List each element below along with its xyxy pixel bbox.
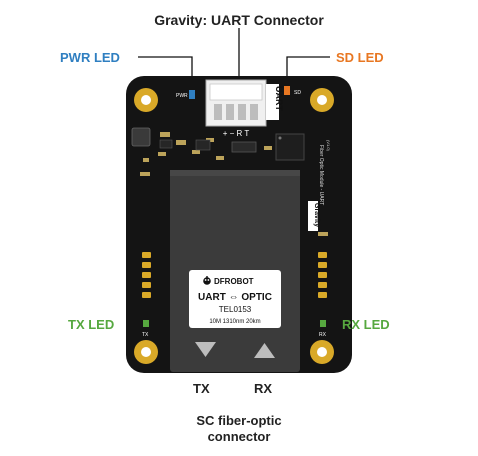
mounting-hole-br [310, 340, 334, 364]
edge-pins-right [318, 252, 327, 298]
sticker-brand: DFROBOT [214, 277, 254, 286]
tx-port-label: TX [193, 381, 210, 396]
sc-chip [231, 141, 257, 153]
tx-led [143, 320, 149, 327]
sc-connector-label-line1: SC fiber-optic [196, 413, 282, 428]
silk-uart: UART [274, 86, 284, 111]
silk-version: (V1.0) [326, 140, 331, 152]
sc-connector-label-line2: connector [207, 429, 271, 444]
tx-port-arrow-icon [195, 342, 216, 357]
gravity-badge: Gravity [313, 203, 320, 227]
tx-led-label: TX LED [68, 317, 115, 332]
uart-connector-label: Gravity: UART Connector [154, 12, 324, 28]
rx-port-arrow-icon [254, 343, 275, 358]
edge-pins-left [142, 252, 151, 298]
dfrobot-logo-icon [203, 276, 211, 285]
mounting-hole-bl [134, 340, 158, 364]
pin-labels: + − R T [223, 129, 250, 138]
mounting-hole-tl [134, 88, 158, 112]
silk-tx: TX [142, 332, 149, 338]
mounting-hole-tr [310, 88, 334, 112]
sd-led-label: SD LED [336, 50, 384, 65]
pwr-led-label: PWR LED [60, 50, 120, 65]
rx-led [320, 320, 326, 327]
product-sticker [189, 270, 281, 328]
silk-sd: SD [294, 90, 301, 96]
inductor [131, 127, 151, 147]
sd-led [284, 86, 290, 95]
silk-side-text: Fiber Optic Module - UART [318, 145, 324, 205]
silk-pwr: PWR [176, 93, 188, 99]
silk-rx: RX [319, 332, 327, 338]
sticker-spec: 10M 1310nm 20km [209, 319, 260, 325]
connector-pins [214, 104, 258, 120]
sticker-title: UART ⇔ OPTIC [198, 292, 272, 303]
rx-led-label: RX LED [342, 317, 390, 332]
pwr-led [189, 90, 195, 99]
sticker-model: TEL0153 [219, 305, 252, 314]
rx-port-label: RX [254, 381, 273, 396]
